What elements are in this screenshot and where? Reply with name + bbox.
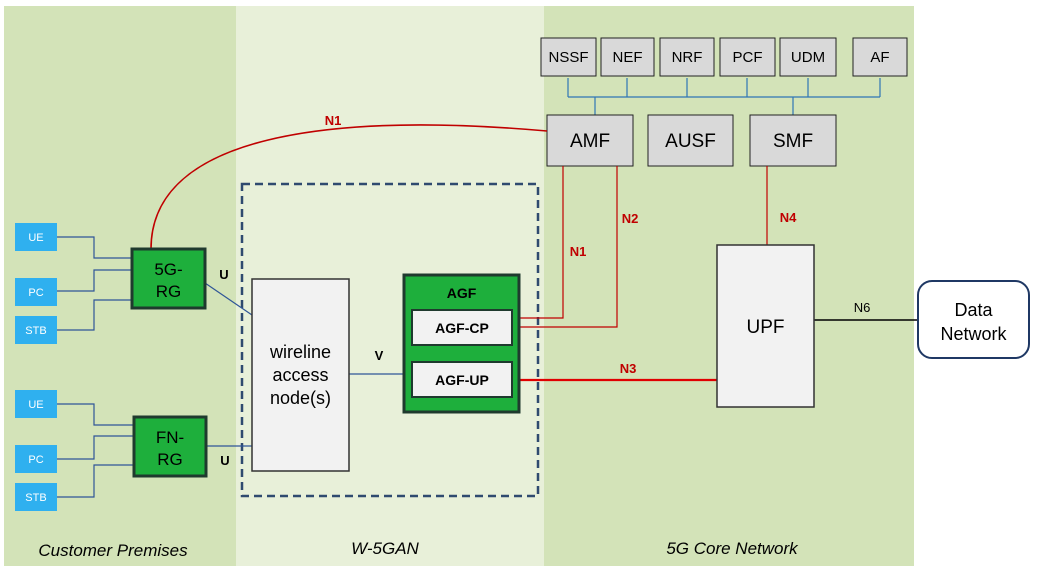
nf-label-udm: UDM xyxy=(791,49,825,66)
nf-box-nssf: NSSF xyxy=(540,37,597,77)
data-network-label-line1: Data xyxy=(954,300,993,320)
device-ue-2: UE xyxy=(15,390,57,418)
label-n3: N3 xyxy=(620,361,637,376)
device-pc-2: PC xyxy=(15,445,57,473)
agf-up-label: AGF-UP xyxy=(435,372,489,388)
label-v: V xyxy=(375,348,384,363)
device-label-ue-1: UE xyxy=(28,232,43,244)
nf-bus-lines xyxy=(567,78,881,115)
zone-label-customer: Customer Premises xyxy=(38,541,188,560)
label-n6: N6 xyxy=(854,300,871,315)
rg-fn-label-line1: FN- xyxy=(156,428,184,447)
agf-cp-box xyxy=(411,309,513,346)
link-n2-agf-amf xyxy=(512,166,618,328)
device-label-stb-1: STB xyxy=(25,325,46,337)
label-u2: U xyxy=(220,453,229,468)
zone-label-core: 5G Core Network xyxy=(666,539,799,558)
label-n4: N4 xyxy=(780,210,797,225)
rg-5g-label-line1: 5G- xyxy=(154,260,182,279)
nf-label-nrf: NRF xyxy=(672,49,703,66)
agf-title: AGF xyxy=(447,285,477,301)
nf-box-nef: NEF xyxy=(600,37,655,77)
rg-5g-box: 5G- RG xyxy=(130,247,207,310)
agf-cp-label: AGF-CP xyxy=(435,320,489,336)
link-u1 xyxy=(204,282,253,316)
device-pc-1: PC xyxy=(15,278,57,306)
label-n1-top: N1 xyxy=(325,113,342,128)
rg-5g-label-line2: RG xyxy=(156,282,182,301)
wireline-access-node-box: wireline access node(s) xyxy=(251,278,350,472)
label-n1-agf: N1 xyxy=(570,244,587,259)
wireline-label-line3: node(s) xyxy=(270,388,331,408)
device-label-pc-1: PC xyxy=(28,287,43,299)
nf-box-smf: SMF xyxy=(749,114,837,167)
zone-label-w5gan: W-5GAN xyxy=(351,539,419,558)
wireline-label-line1: wireline xyxy=(269,342,331,362)
nf-box-udm: UDM xyxy=(779,37,837,77)
rg-fn-box: FN- RG xyxy=(132,415,208,478)
wireline-label-line2: access xyxy=(272,365,328,385)
device-label-pc-2: PC xyxy=(28,454,43,466)
label-u1: U xyxy=(219,267,228,282)
nf-label-amf: AMF xyxy=(570,131,610,152)
nf-box-nrf: NRF xyxy=(659,37,715,77)
nf-label-af: AF xyxy=(870,49,889,66)
nf-label-pcf: PCF xyxy=(733,49,763,66)
device-links-group1 xyxy=(57,236,132,331)
nf-box-ausf: AUSF xyxy=(647,114,734,167)
nf-label-smf: SMF xyxy=(773,131,813,152)
w5gan-dashed-boundary xyxy=(240,182,540,498)
data-network-box: Data Network xyxy=(917,280,1030,359)
link-n1-agf-amf xyxy=(512,166,564,319)
agf-up-box xyxy=(411,361,513,398)
nf-label-ausf: AUSF xyxy=(665,131,716,152)
device-stb-1: STB xyxy=(15,316,57,344)
rg-fn-label-line2: RG xyxy=(157,450,183,469)
nf-box-af: AF xyxy=(852,37,908,77)
upf-box: UPF xyxy=(716,244,815,408)
label-n2: N2 xyxy=(622,211,639,226)
upf-label: UPF xyxy=(747,317,785,338)
nf-label-nef: NEF xyxy=(613,49,643,66)
nf-box-amf: AMF xyxy=(546,114,634,167)
nf-label-nssf: NSSF xyxy=(548,49,588,66)
device-label-ue-2: UE xyxy=(28,399,43,411)
device-stb-2: STB xyxy=(15,483,57,511)
device-links-group2 xyxy=(57,403,134,498)
data-network-label-line2: Network xyxy=(940,324,1007,344)
agf-box: AGF AGF-CP AGF-UP xyxy=(402,273,521,414)
link-n1-rg-amf xyxy=(150,124,548,250)
device-label-stb-2: STB xyxy=(25,492,46,504)
device-ue-1: UE xyxy=(15,223,57,251)
nf-box-pcf: PCF xyxy=(719,37,776,77)
